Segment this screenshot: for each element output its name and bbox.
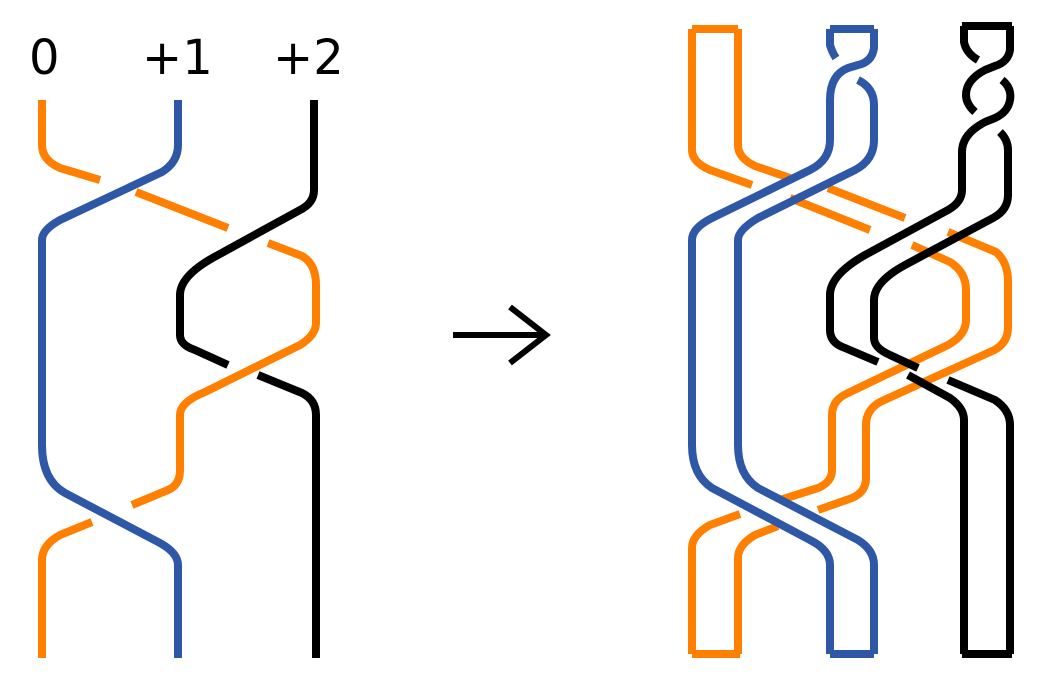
ribbon-orange-outer-d <box>688 510 742 654</box>
strand-black-plus2-a <box>176 100 318 369</box>
strand-orange-0-c <box>130 239 320 509</box>
ribbon-blue-inner <box>734 76 878 654</box>
left-braid <box>38 100 320 658</box>
strand-blue-plus1 <box>38 100 182 658</box>
ribbon-black-twist1-left <box>960 26 981 64</box>
strand-orange-0-d <box>38 518 94 658</box>
strand-orange-0-a <box>38 100 102 184</box>
strand-black-plus2-b <box>256 371 320 658</box>
ribbon-black-lower-inner <box>946 376 1014 654</box>
ribbon-blue-twist-left <box>826 29 840 61</box>
ribbon-black-twist2-a <box>826 76 1015 366</box>
strand-label-0: 0 <box>29 30 60 86</box>
ribbon-blue-twist-right <box>688 29 878 654</box>
ribbon-orange-outer-b <box>788 194 872 234</box>
maps-to-arrow-icon <box>453 304 551 366</box>
right-cable <box>688 22 1015 658</box>
strand-label-plus2: +2 <box>273 30 344 86</box>
strand-label-plus1: +1 <box>142 30 213 86</box>
ribbon-orange-inner-b <box>826 184 907 222</box>
ribbon-black-twist1-right <box>962 26 1014 115</box>
ribbon-orange-outer-c <box>778 241 970 504</box>
ribbon-orange-inner-d <box>734 522 780 654</box>
ribbon-black-twist2-b <box>870 129 1012 372</box>
ribbon-orange-inner-c <box>816 228 1012 514</box>
ribbon-orange-inner-a <box>734 29 792 182</box>
ribbon-black-lower-outer <box>906 371 968 654</box>
ribbon-orange-outer-a <box>688 29 754 189</box>
strand-orange-0-b <box>134 188 230 232</box>
